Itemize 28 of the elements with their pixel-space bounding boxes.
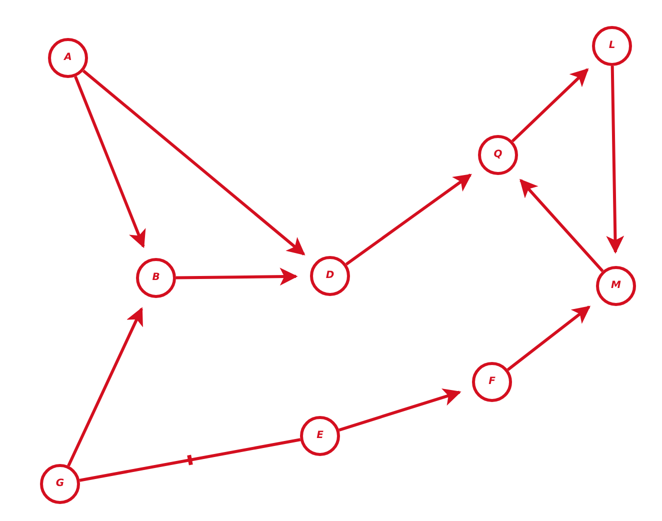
- arrow: [74, 76, 146, 248]
- node-circle: [300, 416, 340, 456]
- arrow: [511, 68, 589, 142]
- arrow: [338, 388, 462, 432]
- node-circle: [478, 135, 518, 175]
- node-circle: [310, 256, 350, 296]
- node-label: B: [152, 273, 160, 283]
- node-label: L: [608, 41, 616, 51]
- arrow: [606, 66, 624, 254]
- arrow: [67, 307, 143, 466]
- node-label: F: [488, 377, 496, 387]
- node-label: G: [56, 479, 64, 489]
- arrow: [520, 178, 604, 272]
- node-circle: [592, 26, 632, 66]
- node-label: A: [64, 53, 72, 63]
- node-label: M: [611, 281, 621, 291]
- node-circle: [48, 38, 88, 78]
- node-label: Q: [494, 150, 502, 160]
- node-circle: [472, 362, 512, 402]
- node-circle: [40, 464, 80, 504]
- node-circle: [596, 266, 636, 306]
- node-circle: [136, 258, 176, 298]
- arrow: [176, 268, 298, 286]
- arrow: [82, 70, 306, 256]
- arrow: [345, 174, 472, 266]
- arrow: [506, 306, 591, 371]
- node-label: E: [316, 431, 324, 441]
- node-label: D: [326, 271, 334, 281]
